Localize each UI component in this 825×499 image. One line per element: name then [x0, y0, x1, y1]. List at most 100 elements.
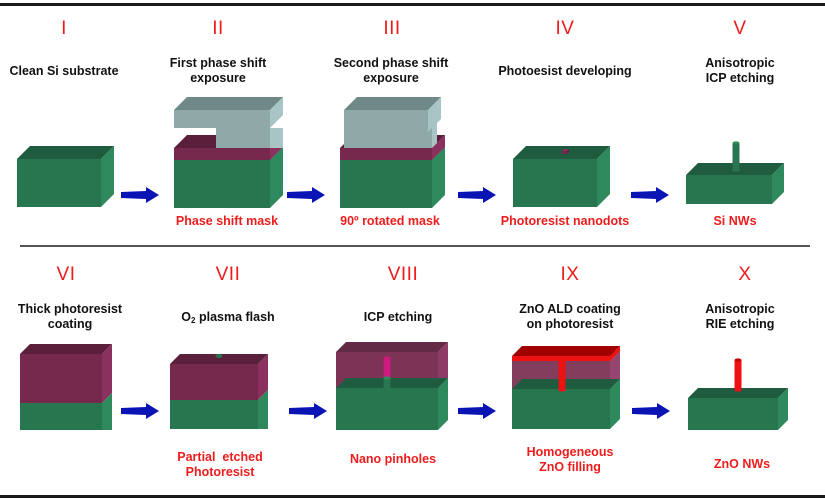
photoresist-layer-side [102, 344, 112, 403]
step-numeral: IX [560, 264, 580, 285]
title-line: on photoresist [526, 317, 614, 331]
si-block [17, 146, 114, 207]
first-phase-shift-illustration [174, 97, 283, 208]
step-title: Thick photoresist coating [0, 302, 155, 332]
step-title: ZnO ALD coating on photoresist [485, 302, 655, 332]
zno-filling-bottom [558, 388, 566, 392]
title-line: Anisotropic [705, 56, 775, 70]
si-nanowire-body [383, 378, 391, 391]
title-line: coating [47, 317, 93, 331]
si-nanowire-illustration [686, 141, 784, 204]
photoresist-nanodot-top [562, 149, 569, 151]
arrow-shape [632, 403, 670, 419]
right-arrow-icon [289, 403, 327, 419]
si-block-side [432, 147, 445, 208]
zno-nanowire-bottom [734, 388, 742, 392]
si-block-front [174, 160, 270, 208]
si-block-side [772, 163, 784, 204]
right-arrow-icon [631, 187, 669, 203]
step-caption: Si NWs [713, 214, 757, 228]
si-block-side [270, 147, 283, 208]
zno-nanowire [734, 358, 742, 392]
rotated-mask [344, 97, 441, 132]
title-line: RIE etching [705, 317, 775, 331]
si-block-front [17, 159, 101, 207]
caption-line: Homogeneous [526, 445, 614, 459]
title-prefix: O [181, 310, 192, 324]
caption-line: Partial etched [177, 450, 263, 464]
si-nanowire-cap [383, 376, 391, 380]
phase-shift-mask [174, 97, 283, 128]
step-title: Second phase shift exposure [306, 56, 476, 86]
nano-pinhole-cap [383, 356, 391, 360]
step-numeral: X [738, 264, 752, 285]
step-caption: Homogeneous ZnO filling [485, 445, 655, 475]
si-nanowire-body [732, 143, 740, 170]
step-caption: Nano pinholes [349, 452, 437, 466]
photoresist-nanodot [562, 149, 569, 154]
phase-shift-mask-front [174, 110, 270, 128]
title-line: ZnO ALD coating [519, 302, 621, 316]
photoresist-nanodot-front [562, 151, 567, 154]
photoresist-nanodot-side [567, 149, 569, 154]
mask-step [216, 128, 283, 148]
si-block-front [20, 403, 102, 430]
step-title: First phase shift exposure [133, 56, 303, 86]
step-title: Clean Si substrate [9, 64, 119, 78]
si-block-front [512, 389, 610, 429]
step-numeral: I [61, 18, 67, 39]
photoresist-layer-front [20, 354, 102, 403]
rotated-mask-side [428, 97, 441, 132]
photoresist-layer [20, 344, 112, 403]
caption-line: ZnO filling [539, 460, 601, 474]
si-block [512, 379, 620, 429]
step-numeral: VIII [387, 264, 419, 285]
arrow-shape [631, 187, 669, 203]
row-divider [20, 245, 810, 247]
zno-coating-top [512, 346, 620, 356]
right-arrow-icon [121, 403, 159, 419]
step-title: O2 plasma flash [143, 310, 313, 328]
si-block [20, 403, 112, 430]
si-block-front [336, 388, 438, 430]
step-caption: Partial etched Photoresist [135, 450, 305, 480]
step-numeral: III [383, 18, 401, 39]
title-subscript: 2 [191, 316, 196, 325]
photoresist-layer-side [432, 135, 445, 160]
title-line: ICP etching [705, 71, 775, 85]
step-caption: ZnO NWs [713, 457, 771, 471]
photoresist-layer-top [170, 354, 268, 364]
zno-coating-front [512, 356, 610, 361]
photoresist-nanodots-illustration [513, 146, 610, 207]
bottom-border [0, 495, 825, 498]
si-nanowire-tip [215, 354, 223, 358]
right-arrow-icon [458, 187, 496, 203]
si-block [336, 378, 448, 430]
si-block-front [170, 400, 258, 429]
si-block [688, 388, 788, 430]
phase-shift-mask-top [174, 97, 283, 110]
right-arrow-icon [458, 403, 496, 419]
photoresist-layer-top [20, 344, 112, 354]
right-arrow-icon [632, 403, 670, 419]
photoresist-layer-front [174, 148, 270, 160]
mask-step-front [216, 128, 270, 148]
si-block-side [778, 388, 788, 430]
mask-lower-side [432, 123, 437, 148]
title-line: Second phase shift [333, 56, 449, 70]
si-block-front [340, 160, 432, 208]
zno-filling [558, 359, 566, 392]
zno-coating-side [610, 346, 620, 361]
step-caption: Photoresist nanodots [500, 214, 630, 228]
arrow-shape [458, 187, 496, 203]
step-numeral: II [212, 18, 224, 39]
si-block-top [512, 379, 620, 389]
step-title: Anisotropic RIE etching [655, 302, 825, 332]
nano-pinhole-body [383, 358, 391, 382]
si-nanowire-cap [732, 141, 740, 145]
si-block-top [336, 378, 448, 388]
mask-lower-front [344, 128, 432, 148]
zno-nanowire-cap [734, 358, 742, 362]
si-block-top [17, 146, 114, 159]
step-numeral: IV [555, 18, 575, 39]
